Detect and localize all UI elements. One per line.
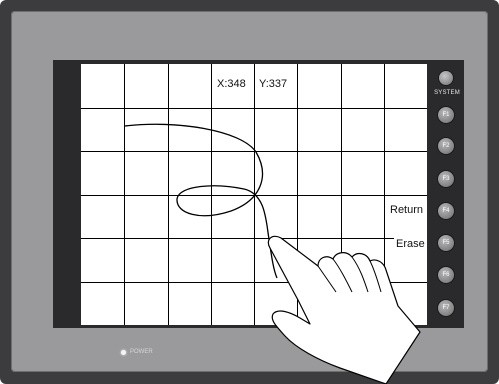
power-label: POWER xyxy=(130,349,153,355)
function-key-f4[interactable]: F4 xyxy=(438,203,454,219)
power-led-icon xyxy=(121,350,126,355)
function-key-f1[interactable]: F1 xyxy=(438,107,454,123)
return-button[interactable]: Return xyxy=(388,204,425,216)
function-key-strip xyxy=(427,60,464,328)
system-label: SYSTEM xyxy=(432,90,462,96)
function-key-f2[interactable]: F2 xyxy=(438,138,454,154)
touch-screen[interactable]: X:348 Y:337 Return Erase xyxy=(81,64,427,325)
function-key-f7[interactable]: F7 xyxy=(438,300,454,316)
x-coordinate-readout: X:348 xyxy=(217,78,246,90)
function-key-f3[interactable]: F3 xyxy=(438,171,454,187)
drawing-canvas[interactable] xyxy=(81,64,427,325)
erase-button[interactable]: Erase xyxy=(394,238,427,250)
function-key-f5[interactable]: F5 xyxy=(438,235,454,251)
system-button-icon[interactable] xyxy=(439,71,453,85)
function-key-f6[interactable]: F6 xyxy=(438,267,454,283)
y-coordinate-readout: Y:337 xyxy=(259,78,287,90)
